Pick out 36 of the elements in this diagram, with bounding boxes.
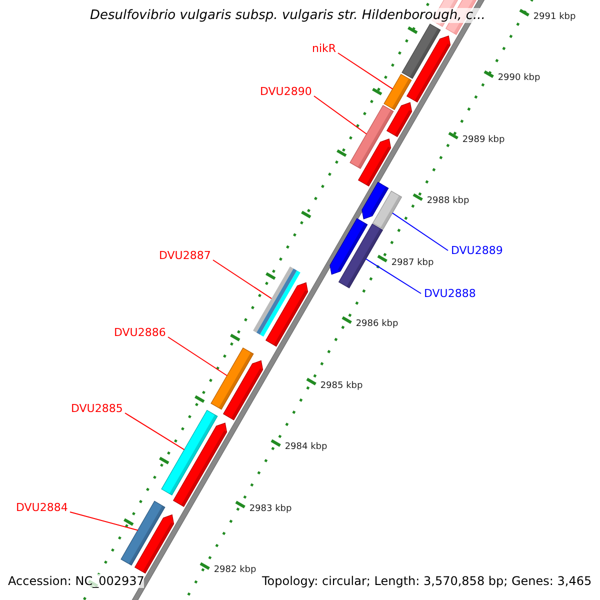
gene-label: DVU2886	[114, 326, 166, 339]
scale-label: 2985 kbp	[320, 380, 363, 391]
gene-bar	[210, 348, 254, 410]
leader-line	[168, 336, 228, 376]
leader-line	[212, 260, 272, 300]
accession-text: Accession: NC_002937	[8, 574, 144, 588]
gene-bar	[350, 105, 394, 169]
gene-label: DVU2885	[71, 402, 123, 415]
scale-label: 2982 kbp	[214, 565, 256, 576]
scale-label: 2988 kbp	[426, 196, 470, 206]
map-title: Desulfovibrio vulgaris subsp. vulgaris str. Hildenborough, c...	[90, 8, 486, 23]
gene-bar	[161, 410, 218, 496]
gene-bar	[253, 266, 300, 337]
scale-label: 2986 kbp	[356, 319, 398, 330]
leader-line	[392, 212, 448, 251]
leader-line	[365, 258, 422, 294]
gene-label: DVU2889	[451, 244, 503, 257]
gene-bar	[338, 224, 384, 288]
gene-bar	[384, 74, 412, 110]
scale-label: 2990 kbp	[498, 73, 540, 84]
gene-label: DVU2887	[159, 249, 211, 262]
gene-bar	[372, 190, 402, 230]
gene-bar	[120, 500, 166, 566]
gene-label: DVU2890	[260, 85, 312, 98]
gene-label: nikR	[312, 42, 336, 55]
gene-label: DVU2888	[424, 287, 476, 300]
leader-line	[70, 512, 138, 531]
gene-label: DVU2884	[16, 501, 68, 514]
leader-line	[314, 96, 368, 134]
scale-label: 2991 kbp	[533, 12, 576, 22]
scale-label: 2987 kbp	[391, 258, 434, 268]
leader-line	[338, 52, 394, 90]
scale-label: 2983 kbp	[249, 504, 292, 514]
scale-label: 2989 kbp	[462, 134, 505, 145]
genome-summary-text: Topology: circular; Length: 3,570,858 bp; Genes: 3,465	[262, 574, 592, 588]
scale-label: 2984 kbp	[284, 442, 328, 452]
